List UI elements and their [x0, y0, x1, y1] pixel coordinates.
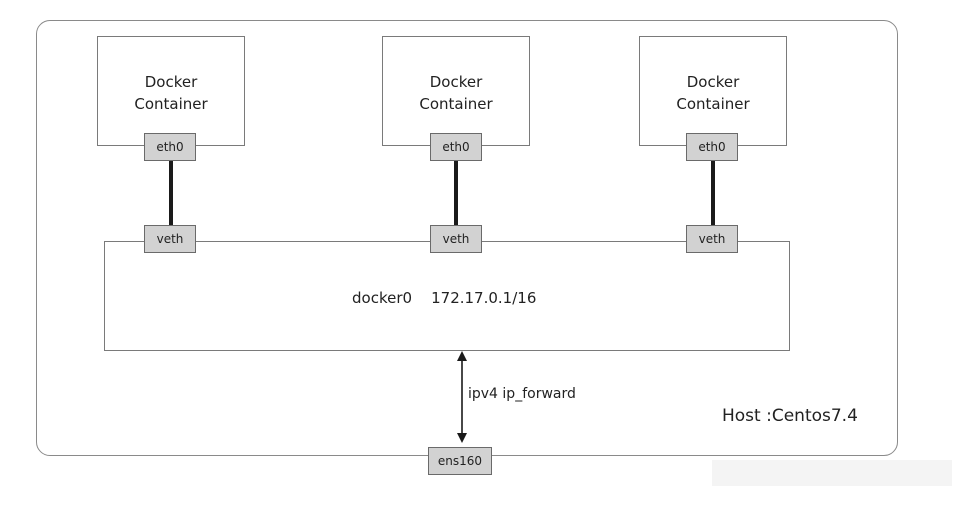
- docker0-bridge: [104, 241, 790, 351]
- docker-container-3: Docker Container: [639, 36, 787, 146]
- veth-port-3: veth: [686, 225, 738, 253]
- watermark-strip: [712, 460, 952, 486]
- veth-port-2: veth: [430, 225, 482, 253]
- eth0-port-1: eth0: [144, 133, 196, 161]
- veth-port-1: veth: [144, 225, 196, 253]
- ip-forward-arrow: [457, 351, 467, 443]
- ip-forward-label: ipv4 ip_forward: [468, 386, 576, 402]
- docker-container-1: Docker Container: [97, 36, 245, 146]
- container-title: Docker Container: [419, 73, 493, 113]
- container-title: Docker Container: [676, 73, 750, 113]
- veth-link-2: [454, 160, 458, 228]
- docker-container-2: Docker Container: [382, 36, 530, 146]
- host-label: Host :Centos7.4: [722, 406, 858, 426]
- eth0-port-3: eth0: [686, 133, 738, 161]
- veth-link-1: [169, 160, 173, 228]
- eth0-port-2: eth0: [430, 133, 482, 161]
- container-title: Docker Container: [134, 73, 208, 113]
- bridge-label: docker0 172.17.0.1/16: [352, 289, 537, 307]
- veth-link-3: [711, 160, 715, 228]
- ens160-port: ens160: [428, 447, 492, 475]
